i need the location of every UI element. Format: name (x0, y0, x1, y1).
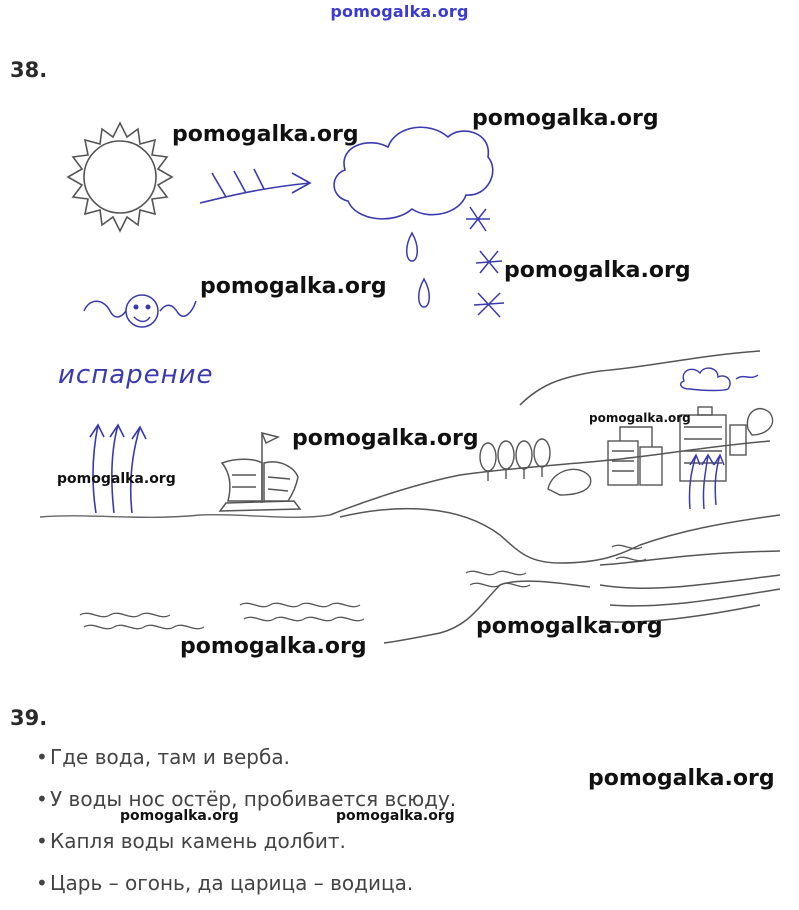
proverb-list: •Где вода, там и верба. •У воды нос остё… (36, 742, 456, 910)
proverb-text: Где вода, там и верба. (50, 745, 290, 769)
sailboat-icon (218, 431, 302, 512)
trees-icon (479, 408, 774, 496)
vapour-arrows-icon (89, 423, 147, 514)
landscape-icon (329, 350, 781, 644)
raindrop-icon (406, 231, 430, 308)
cloud-character-icon (679, 367, 759, 392)
water-line (39, 513, 331, 519)
watermark: pomogalka.org (200, 274, 387, 299)
watermark: pomogalka.org (292, 426, 479, 451)
water-cycle-drawing: испарение (39, 121, 781, 644)
sun-icon (66, 121, 174, 233)
task-39-number: 39. (10, 706, 48, 730)
arrow-icon (199, 168, 312, 204)
watermark: pomogalka.org (504, 258, 691, 283)
watermark: pomogalka.org (472, 106, 659, 131)
watermark: pomogalka.org (172, 122, 359, 147)
proverb-text: Капля воды камень долбит. (50, 829, 346, 853)
droplet-character-icon (83, 294, 197, 328)
proverb-text: Царь – огонь, да царица – водица. (50, 871, 414, 895)
cloud-icon (333, 126, 494, 220)
task-38-number: 38. (10, 58, 48, 82)
watermark: pomogalka.org (57, 471, 176, 487)
snowflake-icon (466, 206, 505, 318)
list-item: •Капля воды камень долбит. (36, 829, 346, 853)
list-item: •У воды нос остёр, пробивается всюду. (36, 787, 457, 811)
proverb-text: У воды нос остёр, пробивается всюду. (50, 787, 457, 811)
watermark: pomogalka.org (476, 614, 663, 639)
watermark: pomogalka.org (589, 411, 691, 425)
watermark: pomogalka.org (120, 808, 239, 824)
watermark: pomogalka.org (336, 808, 455, 824)
watermark: pomogalka.org (588, 766, 775, 791)
list-item: •Где вода, там и верба. (36, 745, 290, 769)
list-item: •Царь – огонь, да царица – водица. (36, 871, 414, 895)
watermark: pomogalka.org (180, 634, 367, 659)
site-header[interactable]: pomogalka.org (330, 2, 469, 21)
buildings-icon (607, 406, 747, 486)
evaporation-caption: испарение (58, 360, 214, 390)
waves-icon (79, 544, 647, 630)
vapour-arrows-right-icon (688, 453, 725, 510)
